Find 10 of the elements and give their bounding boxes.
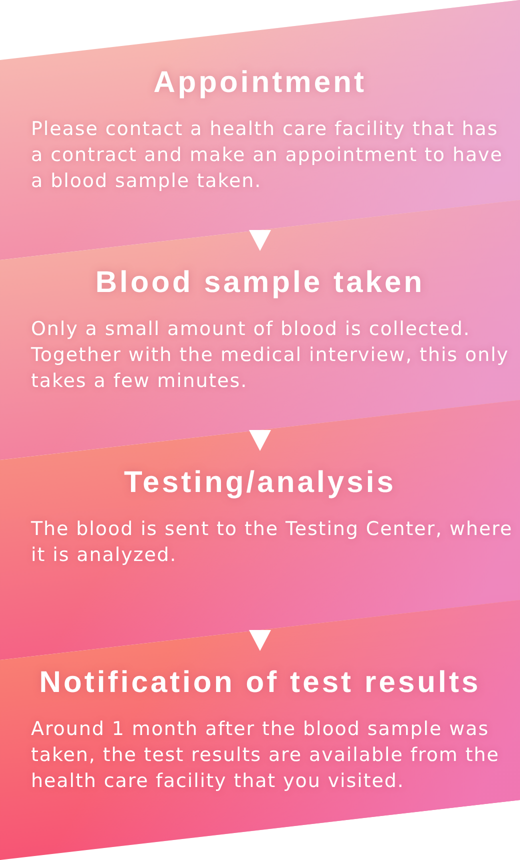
step-description: Around 1 month after the blood sample was taken, the test results are available from the health care facility that you visited. xyxy=(31,717,500,794)
step-title: Notification of test results xyxy=(39,665,481,701)
step-description: Only a small amount of blood is collected. Together with the medical interview, this only takes a few minutes. xyxy=(31,317,510,394)
arrow xyxy=(249,230,271,251)
step-description: Please contact a health care facility that has a contract and make an appointment to have a blood sample taken. xyxy=(31,117,504,194)
step-title: Appointment xyxy=(153,65,367,101)
step-title: Blood sample taken xyxy=(95,265,425,301)
arrow xyxy=(249,430,271,451)
step-title: Testing/analysis xyxy=(124,465,396,501)
step-description: The blood is sent to the Testing Center, where it is analyzed. xyxy=(31,517,513,568)
